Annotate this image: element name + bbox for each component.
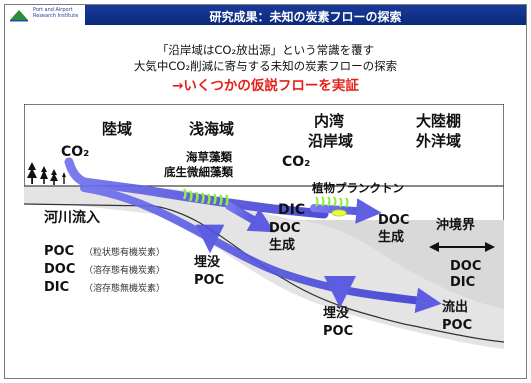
seaweed-label-1: 海草藻類 bbox=[186, 150, 232, 164]
zone-bay-1: 内湾 bbox=[314, 112, 344, 130]
boundary-doc: DOC bbox=[450, 259, 481, 274]
co2-label-right: CO₂ bbox=[282, 154, 310, 170]
land-sediment bbox=[24, 186, 504, 376]
intro-line-1: 「沿岸域はCO₂放出源」という常識を覆す bbox=[156, 43, 375, 57]
flow-river-to-offshore bbox=[80, 184, 442, 313]
legend-poc-desc: （粒状態有機炭素） bbox=[84, 246, 165, 258]
carbon-legend: POC （粒状態有機炭素） DOC （溶存態有機炭素） DIC （溶存態無機炭素… bbox=[44, 244, 165, 295]
slide-header: Port and Airport Research Institute 研究成果… bbox=[5, 5, 526, 25]
institute-logo: Port and Airport Research Institute bbox=[5, 5, 85, 25]
flow-co2-uptake-left bbox=[64, 157, 329, 219]
legend-doc: DOC bbox=[44, 262, 75, 277]
phytoplankton-icon bbox=[315, 196, 349, 217]
seaweed-label-2: 底生微細藻類 bbox=[164, 165, 233, 179]
title-bar: 研究成果：未知の炭素フローの探索 bbox=[85, 5, 526, 25]
intro-line-2: 大気中CO₂削減に寄与する未知の炭素フローの探索 bbox=[133, 59, 398, 73]
dic-label: DIC bbox=[278, 202, 305, 218]
phytoplankton-label: 植物プランクトン bbox=[311, 181, 404, 195]
flow-doc-gen-1 bbox=[225, 202, 276, 233]
legend-dic: DIC bbox=[44, 280, 69, 295]
doc-gen-2-label: 生成 bbox=[378, 229, 404, 245]
zone-shelf-2: 外洋域 bbox=[415, 132, 461, 150]
outflow-poc: POC bbox=[442, 318, 472, 333]
burial-1-label: 埋没 bbox=[194, 254, 221, 270]
legend-dic-desc: （溶存態無機炭素） bbox=[84, 282, 165, 294]
carbon-flow-diagram: 陸域 浅海域 内湾 沿岸域 大陸棚 外洋域 CO₂ CO₂ 海草藻類 底生微細藻… bbox=[24, 104, 504, 376]
zone-bay-2: 沿岸域 bbox=[308, 132, 353, 150]
tree-icon bbox=[27, 162, 66, 185]
doc-gen-2-abbr: DOC bbox=[378, 213, 409, 228]
legend-poc: POC bbox=[44, 244, 74, 259]
outflow-label: 流出 bbox=[442, 299, 468, 315]
seaweed-icon bbox=[182, 188, 229, 206]
boundary-dic: DIC bbox=[450, 275, 475, 290]
burial-1-poc: POC bbox=[194, 273, 224, 288]
zone-land: 陸域 bbox=[102, 120, 132, 138]
burial-2-poc: POC bbox=[323, 324, 353, 339]
co2-label-left: CO₂ bbox=[61, 144, 89, 160]
hypothesis-line: →いくつかの仮説フローを実証 bbox=[172, 78, 359, 94]
burial-2-label: 埋没 bbox=[323, 305, 350, 321]
slide-title: 研究成果：未知の炭素フローの探索 bbox=[209, 10, 402, 24]
carbon-flows bbox=[64, 157, 442, 313]
river-inflow-label: 河川流入 bbox=[44, 209, 100, 226]
legend-doc-desc: （溶存態有機炭素） bbox=[84, 264, 165, 276]
logo-text: Port and Airport Research Institute bbox=[33, 7, 79, 19]
zone-shallow: 浅海域 bbox=[189, 120, 234, 138]
doc-gen-1-abbr: DOC bbox=[269, 221, 300, 236]
zone-shelf-1: 大陸棚 bbox=[416, 112, 461, 130]
logo-mark-icon bbox=[10, 10, 28, 22]
doc-gen-1-label: 生成 bbox=[269, 237, 295, 253]
boundary-label: 沖境界 bbox=[436, 217, 475, 233]
